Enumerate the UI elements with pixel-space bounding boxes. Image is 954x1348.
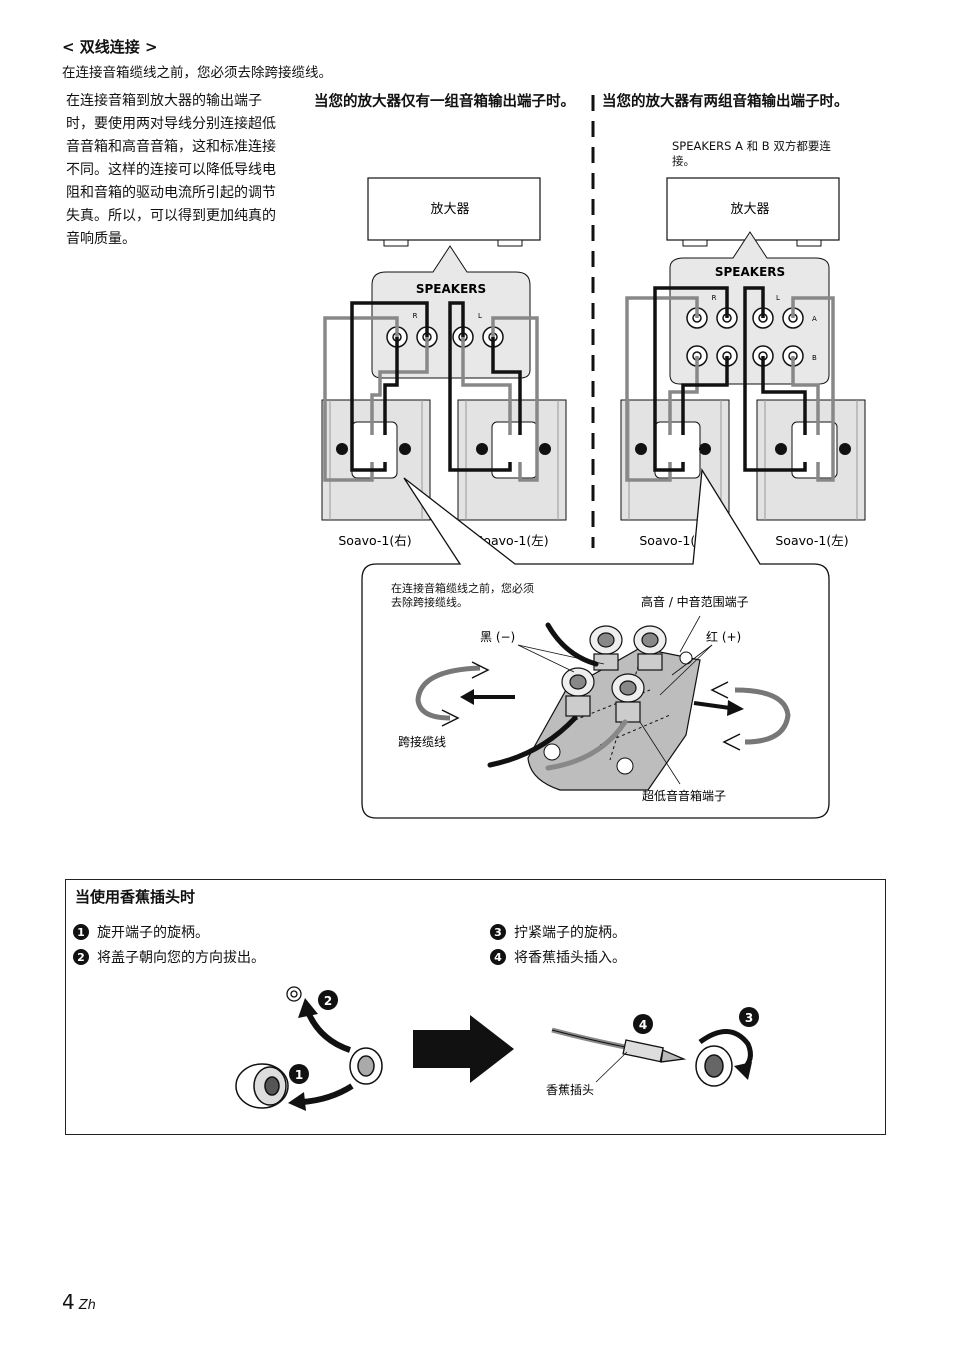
step-number-2: 2 (73, 949, 89, 965)
step2-arrow-head (298, 998, 318, 1018)
arrow-right-shaft (693, 701, 731, 710)
right-amplifier (666, 177, 840, 247)
big-arrow-icon (413, 1015, 514, 1083)
callout-jumper: 跨接缆线 (398, 734, 446, 749)
right-column-note: SPEAKERS A 和 B 双方都要连接。 (672, 139, 831, 168)
section-title: < 双线连接 > (62, 38, 158, 56)
right-ch-r: R (712, 294, 717, 302)
speaker-cables (487, 622, 628, 771)
arrow-left-head (460, 689, 474, 705)
left-amplifier (367, 177, 541, 247)
right-row-b: B (812, 354, 817, 362)
binding-posts (561, 625, 667, 723)
step1-arrow-head (288, 1092, 306, 1111)
plug-leader-line (595, 1051, 628, 1083)
left-amp-label: 放大器 (430, 202, 469, 217)
knob-cap-icon (235, 1063, 289, 1109)
step-number-3: 3 (490, 924, 506, 940)
step-marker-4: 4 (633, 1014, 653, 1034)
body-text: 在连接音箱到放大器的输出端子时，要使用两对导线分别连接超低音音箱和高音音箱，这和… (66, 93, 276, 247)
banana-plug-box (65, 879, 886, 1135)
svg-text:3: 3 (745, 1011, 753, 1025)
jumper-cable-right (710, 681, 791, 751)
terminal-post-icon (349, 1047, 383, 1085)
right-wires (625, 286, 835, 482)
callout-red: 红 (+) (706, 629, 741, 644)
right-amp-label: 放大器 (730, 202, 769, 217)
right-ch-l: L (776, 294, 780, 302)
left-ch-l: L (478, 312, 482, 320)
banana-step-2: 2 将盖子朝向您的方向拔出。 (73, 947, 265, 967)
left-ch-r: R (413, 312, 418, 320)
step1-arrow-shaft (301, 1083, 354, 1105)
left-speaker-left-label: Soavo-1(左) (475, 533, 548, 548)
wiring-diagram: 放大器 SPEAKERS R L Soavo-1(右) Soavo-1 (321, 95, 866, 819)
callout-black: 黑 (−) (480, 630, 515, 644)
left-panel-label: SPEAKERS (416, 282, 486, 296)
small-cap-icon (286, 986, 302, 1002)
callout-note: 在连接音箱缆线之前，您必须去除跨接缆线。 (391, 582, 534, 609)
right-row-a: A (812, 315, 817, 323)
step-text-4: 将香蕉插头插入。 (514, 950, 626, 966)
step-marker-3: 3 (739, 1007, 759, 1027)
step-number-1: 1 (73, 924, 89, 940)
svg-text:4: 4 (639, 1018, 647, 1032)
banana-step-1: 1 旋开端子的旋柄。 (73, 922, 209, 942)
terminal-plate (527, 647, 701, 791)
step2-arrow-shaft (305, 1010, 352, 1053)
left-column-heading: 当您的放大器仅有一组音箱输出端子时。 (314, 94, 575, 110)
page-number-value: 4 (62, 1290, 75, 1314)
banana-step-4: 4 将香蕉插头插入。 (490, 947, 626, 967)
step-marker-2: 2 (318, 990, 338, 1010)
banana-step-3: 3 拧紧端子的旋柄。 (490, 922, 626, 942)
step-marker-1: 1 (289, 1064, 309, 1084)
intro-text: 在连接音箱缆线之前，您必须去除跨接缆线。 (62, 65, 332, 81)
page-language: Zh (78, 1298, 96, 1313)
right-panel-label: SPEAKERS (715, 265, 785, 279)
right-speaker-left-label: Soavo-1(左) (775, 533, 848, 548)
right-column-heading: 当您的放大器有两组音箱输出端子时。 (602, 94, 849, 110)
banana-title: 当使用香蕉插头时 (75, 888, 196, 906)
svg-text:1: 1 (295, 1068, 303, 1082)
step-text-2: 将盖子朝向您的方向拔出。 (97, 950, 265, 966)
left-speaker-left-unit (457, 399, 567, 521)
right-speaker-left-unit (756, 399, 866, 521)
callout-leader-lines (517, 615, 713, 785)
left-speaker-right-label: Soavo-1(右) (338, 533, 411, 548)
left-wires (323, 301, 539, 482)
arrow-right-head (727, 700, 744, 716)
banana-illustration: 2 1 4 3 香蕉插头 (235, 986, 759, 1111)
step-text-1: 旋开端子的旋柄。 (97, 925, 209, 941)
step-number-4: 4 (490, 949, 506, 965)
step3-arrow-head (734, 1062, 752, 1080)
callout-woofer: 超低音音箱端子 (642, 788, 726, 803)
svg-text:2: 2 (324, 994, 332, 1008)
step-text-3: 拧紧端子的旋柄。 (514, 925, 626, 941)
left-speaker-right-unit (321, 399, 431, 521)
callout-high-mid: 高音 / 中音范围端子 (641, 594, 749, 609)
banana-plug-label: 香蕉插头 (546, 1083, 594, 1097)
jumper-cable-left (415, 661, 490, 727)
tightened-knob-icon (695, 1045, 733, 1087)
banana-plug-icon (551, 1027, 687, 1063)
